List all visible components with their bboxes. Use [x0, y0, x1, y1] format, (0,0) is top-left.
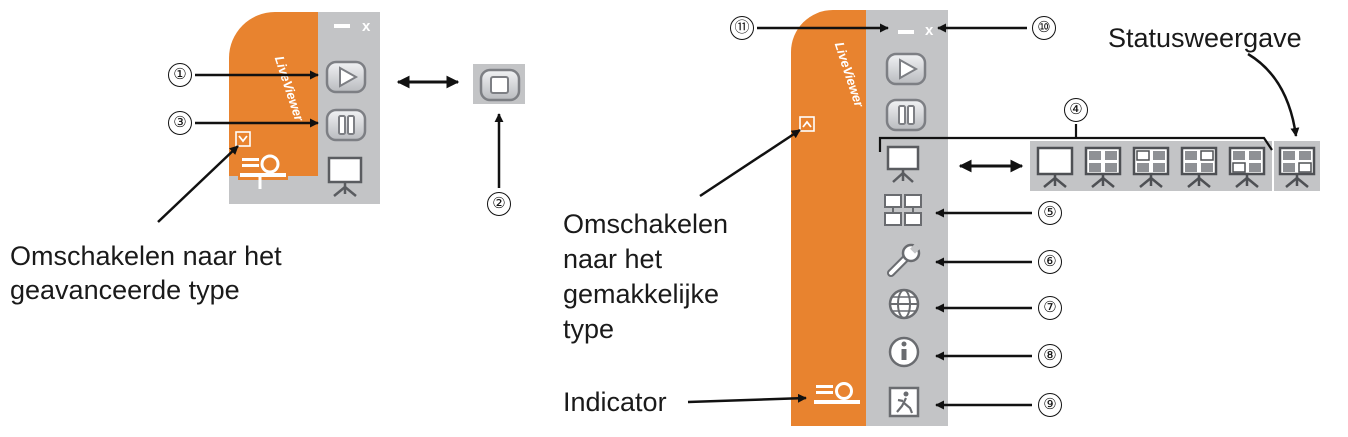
advanced-wrench-button[interactable]: wrench — [887, 243, 921, 277]
close-icon[interactable]: x — [362, 18, 371, 35]
mode-option-quad[interactable] — [1084, 146, 1122, 188]
display-mode-options — [1030, 141, 1272, 191]
advanced-globe-button[interactable]: globe — [888, 288, 920, 320]
pause-icon — [338, 115, 355, 135]
callout-2: ② — [487, 192, 511, 216]
stop-icon — [490, 76, 509, 94]
advanced-info-button[interactable]: info — [888, 336, 920, 368]
pause-icon — [898, 105, 915, 125]
callout-7: ⑦ — [1038, 296, 1062, 320]
label-status-display: Statusweergave — [1108, 23, 1302, 53]
advanced-pause-button[interactable] — [885, 98, 927, 132]
minimize-icon[interactable] — [898, 30, 914, 34]
label-switch-to-easy-2: naar het — [563, 244, 663, 274]
advanced-play-button[interactable] — [885, 52, 927, 86]
easy-pause-button[interactable] — [325, 108, 367, 142]
mode-option-quad-3[interactable] — [1228, 146, 1266, 188]
easy-window-controls: x — [334, 18, 371, 35]
arrow-switch-easy — [699, 128, 801, 198]
advanced-display-mode-button[interactable]: display — [886, 145, 920, 183]
close-icon[interactable]: x — [925, 22, 934, 39]
callout-10: ⑩ — [1032, 16, 1056, 40]
advanced-mode-toggle[interactable] — [799, 116, 815, 132]
callout-8: ⑧ — [1038, 344, 1062, 368]
advanced-indicator: indicator — [812, 380, 862, 406]
callout-6: ⑥ — [1038, 250, 1062, 274]
mode-option-quad-2[interactable] — [1180, 146, 1218, 188]
status-display-icon — [1274, 141, 1320, 191]
chevron-up-icon — [802, 120, 812, 128]
label-switch-to-advanced-1: Omschakelen naar het — [10, 241, 282, 271]
easy-mode-toggle[interactable] — [235, 131, 251, 147]
stop-button[interactable] — [473, 64, 525, 104]
easy-play-button[interactable] — [325, 60, 367, 94]
easy-projector-button[interactable]: projector — [327, 156, 363, 197]
advanced-window-controls: x — [898, 22, 934, 39]
label-switch-to-easy-3: gemakkelijke — [563, 279, 720, 309]
callout-5: ⑤ — [1038, 201, 1062, 225]
callout-9: ⑨ — [1038, 393, 1062, 417]
callout-1: ① — [168, 63, 192, 87]
minimize-icon[interactable] — [334, 24, 350, 28]
easy-indicator: indicator — [238, 153, 288, 189]
advanced-multi-screen-button[interactable]: multi-screen — [884, 194, 922, 226]
arrow-status-display — [1247, 52, 1300, 137]
mode-option-full[interactable] — [1036, 146, 1074, 188]
play-icon — [899, 58, 919, 80]
callout-4: ④ — [1064, 98, 1088, 122]
label-switch-to-advanced-2: geavanceerde type — [10, 275, 240, 305]
mode-option-quad-1[interactable] — [1132, 146, 1170, 188]
label-switch-to-easy-1: Omschakelen — [563, 209, 729, 239]
easy-panel-bottom — [229, 176, 319, 204]
arrow-switch-advanced — [157, 145, 239, 223]
advanced-exit-button[interactable]: exit — [888, 386, 920, 418]
play-icon — [339, 66, 359, 88]
chevron-down-icon — [238, 135, 248, 143]
label-switch-to-easy-4: type — [563, 314, 615, 344]
callout-11: ⑪ — [730, 16, 754, 40]
label-indicator: Indicator — [563, 387, 667, 417]
arrow-indicator — [687, 393, 807, 404]
bracket-4 — [878, 136, 1273, 152]
callout-3: ③ — [168, 111, 192, 135]
advanced-panel-orange — [791, 10, 867, 426]
